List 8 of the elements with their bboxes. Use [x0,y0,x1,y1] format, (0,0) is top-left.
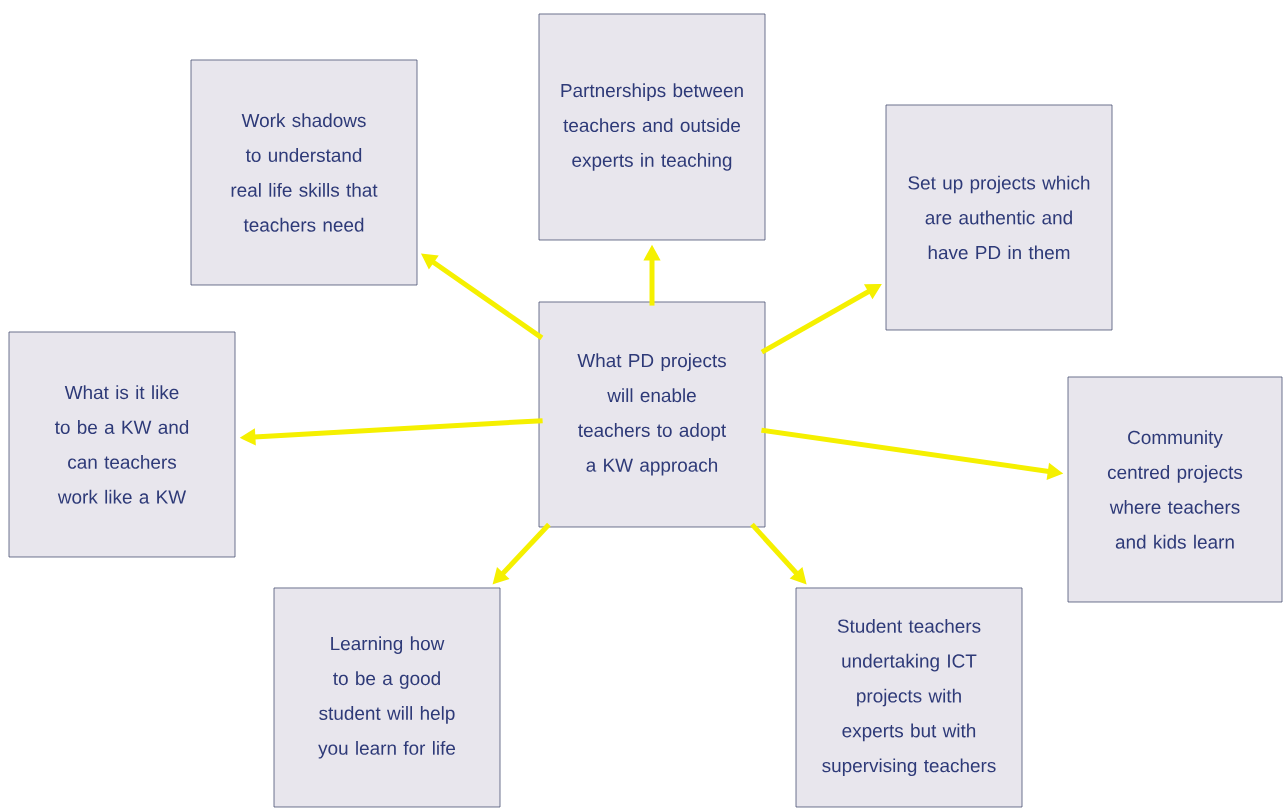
text-box: Learning how to be a good student will help you learn for life [273,587,501,808]
text-box: What PD projects will enable teachers to adopt a KW approach [538,301,766,528]
text-box: Student teachers undertaking ICT projects with experts but with supervising teachers [795,587,1023,808]
text-box: Community centred projects where teachers and kids learn [1067,376,1283,603]
text-box: Work shadows to understand real life skills that teachers need [190,59,418,286]
text-box: What is it like to be a KW and can teachers work like a KW [8,331,236,558]
text-box: Set up projects which are authentic and have PD in them [885,104,1113,331]
text-box: Partnerships between teachers and outside experts in teaching [538,13,766,241]
